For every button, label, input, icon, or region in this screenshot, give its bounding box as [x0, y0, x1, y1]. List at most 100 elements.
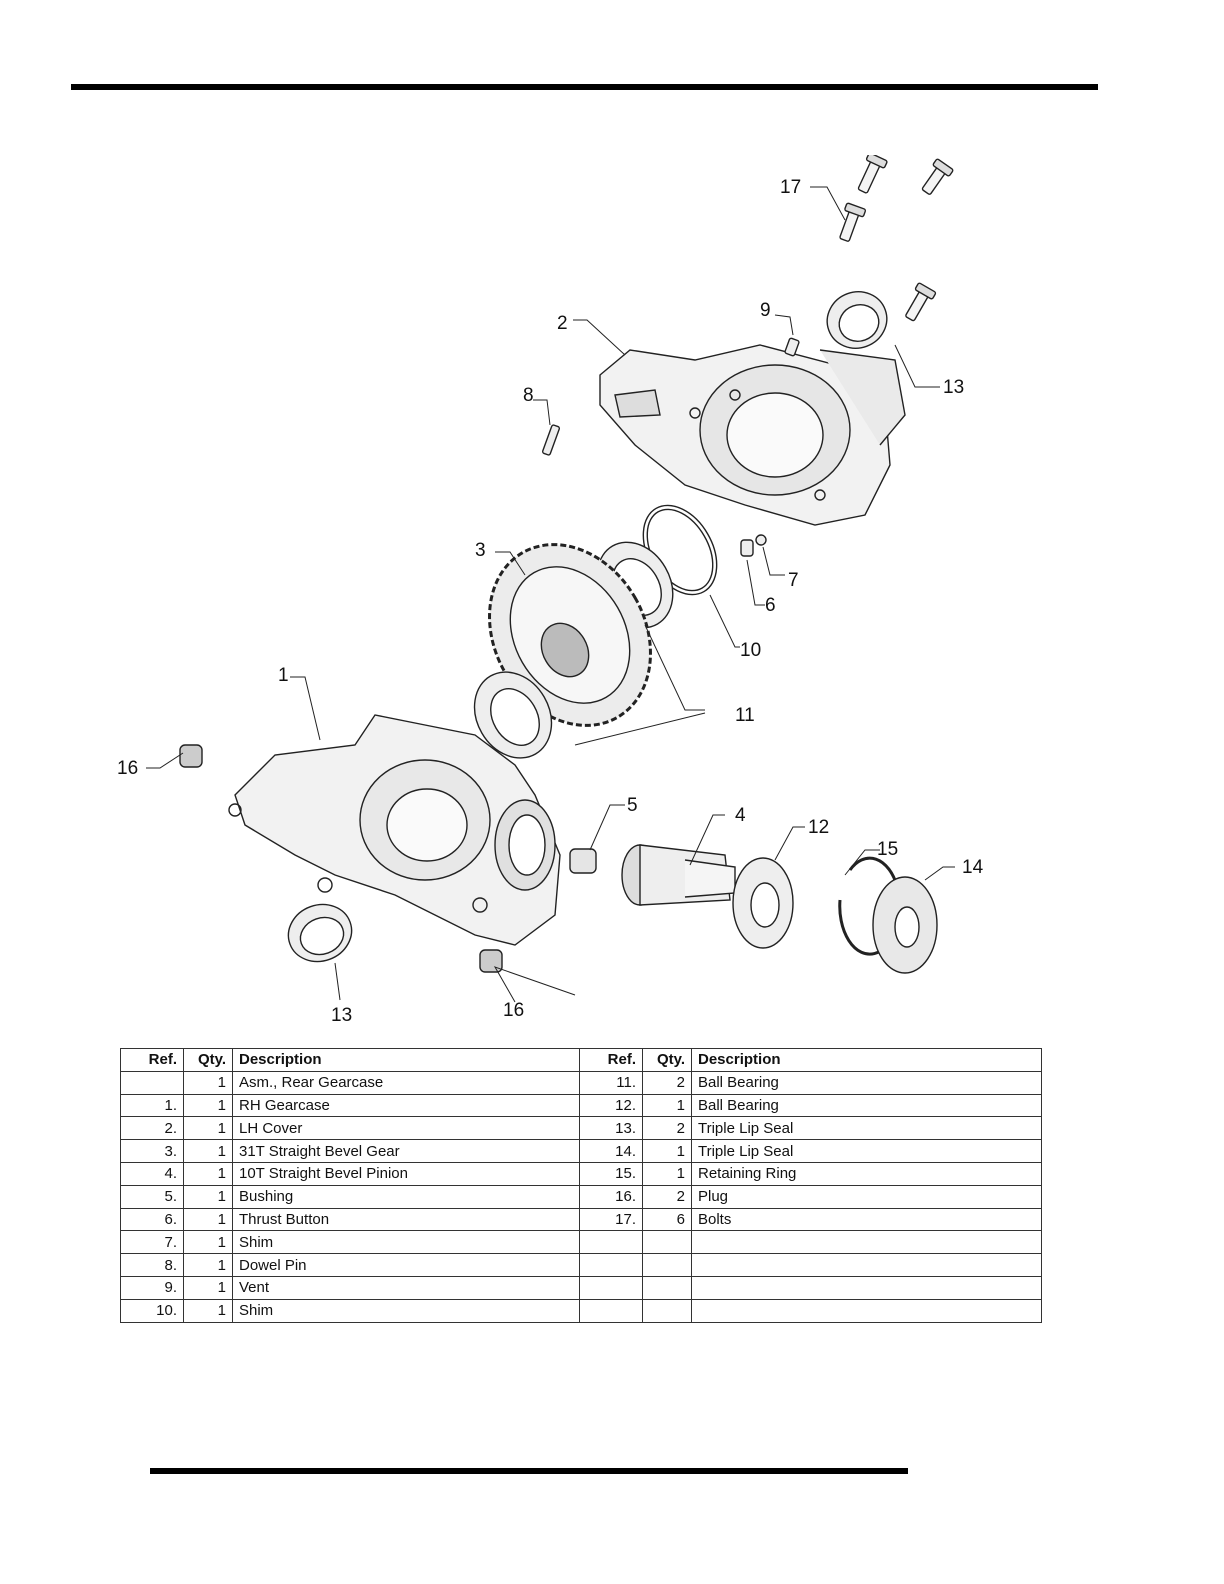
description-cell: [691, 1298, 1042, 1323]
qty-cell: 2: [642, 1070, 692, 1095]
bevel-pinion-part: [621, 844, 736, 906]
table-row: 1. 1 RH Gearcase 12. 1 Ball Bearing: [120, 1093, 1042, 1118]
description-cell: LH Cover: [232, 1116, 580, 1141]
qty-column-header: Qty.: [642, 1048, 692, 1072]
bevel-gear-part: [488, 543, 652, 727]
callout-label: 11: [735, 705, 755, 726]
qty-cell: 2: [642, 1184, 692, 1209]
callout-label: 5: [627, 795, 638, 816]
table-row: 8. 1 Dowel Pin: [120, 1253, 1042, 1277]
description-cell: Triple Lip Seal: [691, 1116, 1042, 1141]
ref-cell: [579, 1230, 643, 1255]
callout-label: 7: [788, 570, 799, 591]
footer-rule: [150, 1468, 908, 1474]
shim-part: [755, 534, 767, 546]
ref-column-header: Ref.: [120, 1048, 184, 1072]
callout-label: 12: [808, 817, 830, 838]
ball-bearing-part: [732, 857, 794, 949]
description-cell: 10T Straight Bevel Pinion: [232, 1161, 580, 1186]
ref-cell: 13.: [579, 1116, 643, 1141]
table-row: 3. 1 31T Straight Bevel Gear 14. 1 Tripl…: [120, 1139, 1042, 1163]
description-cell: [691, 1230, 1042, 1255]
table-row: 9. 1 Vent: [120, 1275, 1042, 1300]
lh-cover-part: [599, 344, 906, 526]
description-column-header: Description: [691, 1048, 1042, 1072]
ref-cell: 3.: [120, 1139, 184, 1163]
ref-cell: 8.: [120, 1253, 184, 1277]
description-cell: Shim: [232, 1230, 580, 1255]
qty-cell: 1: [183, 1253, 233, 1277]
description-cell: Vent: [232, 1275, 580, 1300]
dowel-pin-part: [541, 424, 561, 456]
exploded-view-diagram: 17 9 2 13 8 7 6 3 10 11 1 16 5 4 12 15 1…: [95, 155, 1057, 1040]
table-row: 7. 1 Shim: [120, 1230, 1042, 1255]
qty-cell: 1: [642, 1139, 692, 1163]
callout-label: 17: [780, 177, 802, 198]
plug-part: [479, 949, 503, 973]
qty-cell: 1: [183, 1116, 233, 1141]
description-cell: Triple Lip Seal: [691, 1139, 1042, 1163]
qty-cell: 2: [642, 1116, 692, 1141]
ref-cell: 6.: [120, 1207, 184, 1232]
callout-label: 6: [765, 595, 776, 616]
description-cell: Dowel Pin: [232, 1253, 580, 1277]
ref-cell: 1.: [120, 1093, 184, 1118]
qty-cell: 1: [183, 1275, 233, 1300]
ref-cell: [579, 1298, 643, 1323]
ball-bearing-part: [473, 671, 553, 759]
exploded-view-drawing: [146, 155, 955, 1003]
table-row: 4. 1 10T Straight Bevel Pinion 15. 1 Ret…: [120, 1161, 1042, 1186]
bolt-icon: [905, 282, 937, 322]
table-row: 10. 1 Shim: [120, 1298, 1042, 1323]
table-row: 1 Asm., Rear Gearcase 11. 2 Ball Bearing: [120, 1070, 1042, 1095]
ref-cell: 17.: [579, 1207, 643, 1232]
description-cell: Thrust Button: [232, 1207, 580, 1232]
description-cell: [691, 1275, 1042, 1300]
qty-cell: 1: [183, 1230, 233, 1255]
qty-cell: [642, 1230, 692, 1255]
qty-cell: 1: [183, 1070, 233, 1095]
qty-cell: 1: [183, 1139, 233, 1163]
callout-label: 4: [735, 805, 746, 826]
description-cell: RH Gearcase: [232, 1093, 580, 1118]
parts-table-header-row: Ref. Qty. Description Ref. Qty. Descript…: [120, 1048, 1042, 1072]
qty-cell: 1: [183, 1298, 233, 1323]
plug-part: [179, 744, 203, 768]
triple-lip-seal-part: [826, 291, 888, 349]
ref-cell: [579, 1275, 643, 1300]
callout-label: 13: [943, 377, 965, 398]
table-row: 6. 1 Thrust Button 17. 6 Bolts: [120, 1207, 1042, 1232]
callout-label: 15: [877, 839, 899, 860]
callout-label: 13: [331, 1005, 353, 1026]
ref-cell: 2.: [120, 1116, 184, 1141]
callout-label: 9: [760, 300, 771, 321]
header-rule: [71, 84, 1098, 90]
vent-part: [784, 337, 800, 357]
description-cell: 31T Straight Bevel Gear: [232, 1139, 580, 1163]
triple-lip-seal-part: [872, 876, 938, 974]
thrust-button-part: [740, 539, 754, 557]
callout-label: 10: [740, 640, 762, 661]
qty-cell: 1: [183, 1207, 233, 1232]
description-cell: Retaining Ring: [691, 1161, 1042, 1186]
triple-lip-seal-part: [287, 903, 353, 963]
ref-cell: 9.: [120, 1275, 184, 1300]
qty-cell: 1: [183, 1161, 233, 1186]
ref-cell: 5.: [120, 1184, 184, 1209]
description-cell: Bushing: [232, 1184, 580, 1209]
qty-cell: 6: [642, 1207, 692, 1232]
ref-cell: 12.: [579, 1093, 643, 1118]
ref-cell: [120, 1070, 184, 1095]
qty-cell: [642, 1275, 692, 1300]
qty-cell: [642, 1253, 692, 1277]
qty-column-header: Qty.: [183, 1048, 233, 1072]
bolt-icon: [921, 158, 954, 195]
callout-label: 16: [117, 758, 139, 779]
ref-cell: 4.: [120, 1161, 184, 1186]
qty-cell: 1: [183, 1093, 233, 1118]
qty-cell: 1: [642, 1093, 692, 1118]
ref-cell: 11.: [579, 1070, 643, 1095]
bolt-icon: [857, 155, 888, 194]
qty-cell: 1: [642, 1161, 692, 1186]
description-cell: Ball Bearing: [691, 1093, 1042, 1118]
